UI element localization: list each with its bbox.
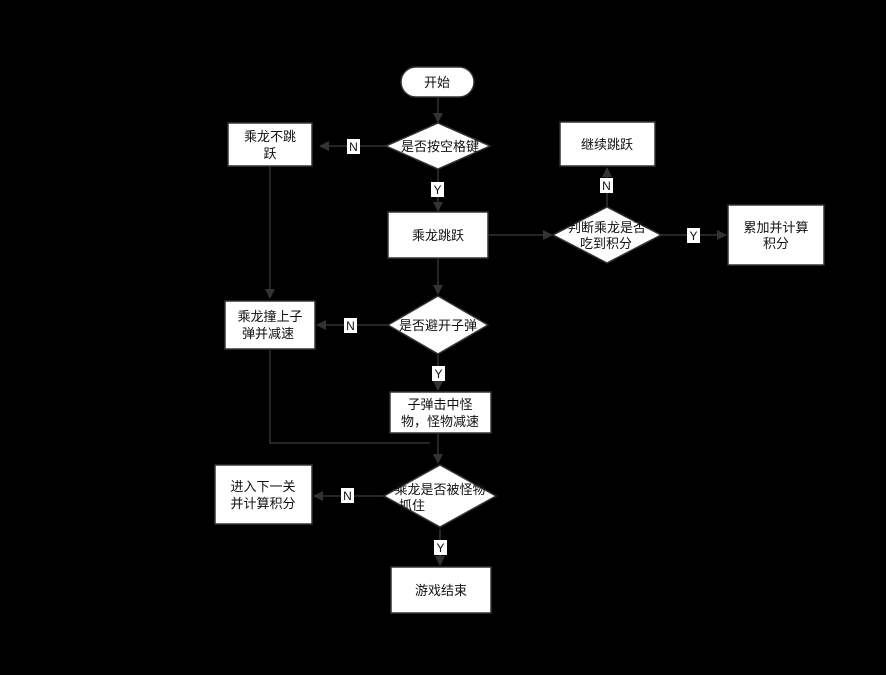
edge-label-space-no: N bbox=[349, 140, 358, 154]
process-accumulate-line1: 累加并计算 bbox=[743, 220, 808, 235]
process-next-level bbox=[214, 464, 313, 525]
process-next-level-line2: 并计算积分 bbox=[230, 496, 295, 511]
process-jump bbox=[387, 211, 489, 259]
process-accumulate bbox=[727, 204, 825, 266]
process-game-over bbox=[390, 566, 492, 614]
process-next-level-line1: 进入下一关 bbox=[230, 479, 295, 494]
decision-caught-line1: 乘龙是否被怪物 bbox=[394, 482, 485, 497]
process-hit-bullet bbox=[224, 300, 316, 350]
decision-eat-points bbox=[551, 206, 663, 264]
process-hit-monster-line1: 子弹击中怪 bbox=[407, 397, 472, 412]
edge-label-eat-no: N bbox=[602, 179, 611, 193]
process-hit-bullet-line2: 弹并减速 bbox=[242, 326, 294, 341]
decision-dodge bbox=[386, 295, 490, 355]
decision-dodge-label: 是否避开子弹 bbox=[399, 318, 477, 333]
process-hit-monster-line2: 物，怪物减速 bbox=[401, 414, 479, 429]
process-continue-jump bbox=[559, 121, 656, 167]
decision-space-key bbox=[384, 122, 492, 170]
process-accumulate-line2: 积分 bbox=[763, 236, 789, 251]
edge-hit-to-merge bbox=[269, 350, 430, 444]
edge-label-dodge-no: N bbox=[346, 319, 355, 333]
process-no-jump bbox=[227, 122, 313, 167]
edge-label-eat-yes: Y bbox=[689, 229, 697, 243]
process-no-jump-line1: 乘龙不跳 bbox=[244, 129, 296, 144]
start-node bbox=[400, 66, 475, 98]
decision-caught bbox=[382, 464, 498, 528]
decision-eat-points-line1: 判断乘龙是否 bbox=[568, 220, 646, 235]
edge-label-space-yes: Y bbox=[433, 183, 441, 197]
edge-label-dodge-yes: Y bbox=[434, 367, 442, 381]
decision-space-key-label: 是否按空格键 bbox=[401, 139, 479, 154]
process-continue-jump-label: 继续跳跃 bbox=[581, 137, 633, 152]
process-no-jump-line2: 跃 bbox=[263, 146, 276, 161]
process-hit-bullet-line1: 乘龙撞上子 bbox=[237, 309, 302, 324]
process-jump-label: 乘龙跳跃 bbox=[412, 228, 464, 243]
start-label: 开始 bbox=[424, 75, 450, 90]
process-game-over-label: 游戏结束 bbox=[415, 583, 467, 598]
decision-caught-line2: 抓住 bbox=[399, 498, 425, 513]
edge-label-caught-no: N bbox=[343, 489, 352, 503]
decision-eat-points-line2: 吃到积分 bbox=[580, 236, 632, 251]
edge-label-caught-yes: Y bbox=[436, 541, 444, 555]
process-hit-monster bbox=[389, 391, 492, 434]
